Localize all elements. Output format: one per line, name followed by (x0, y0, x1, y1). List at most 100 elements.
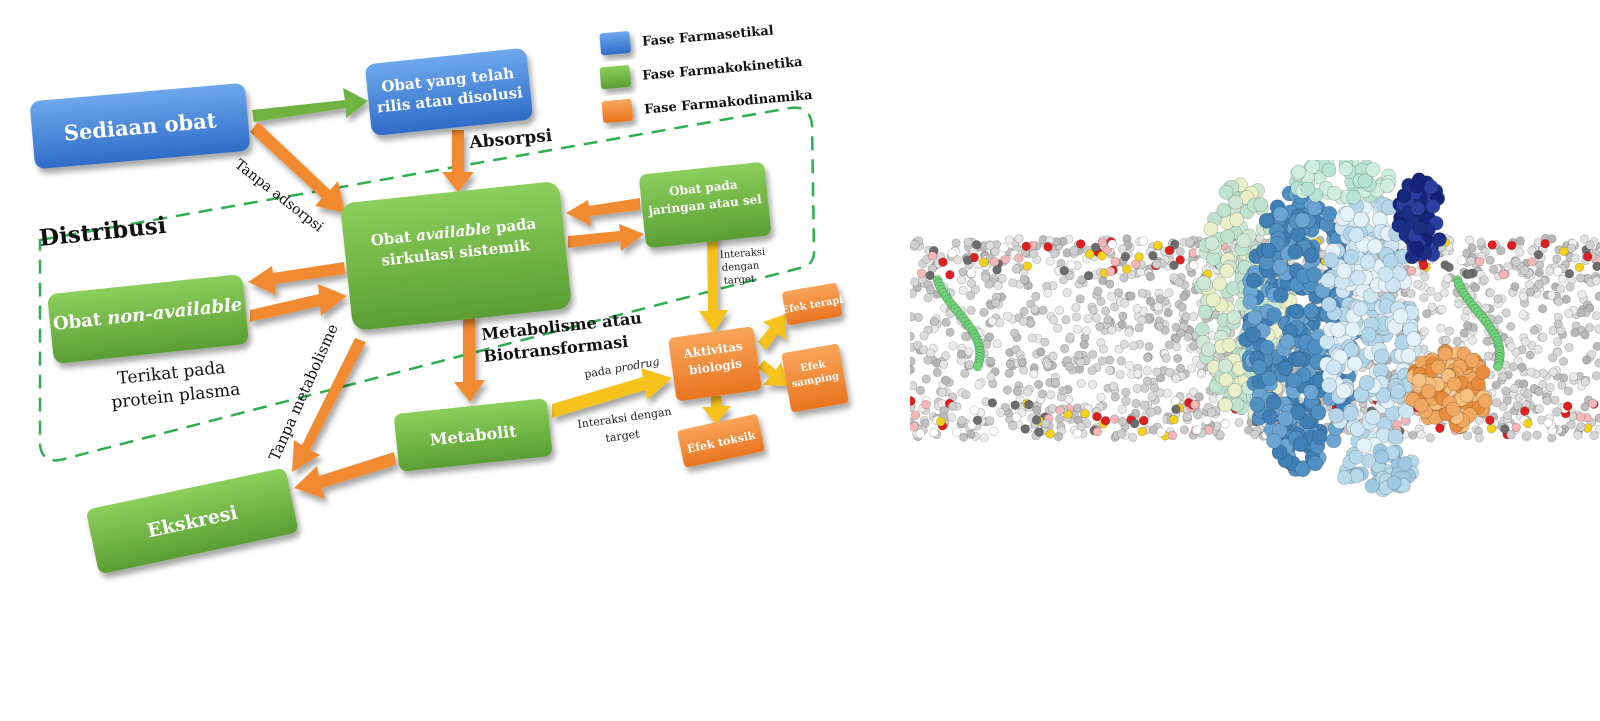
headgroup-atom (1069, 245, 1079, 256)
protein-atom (1279, 333, 1296, 350)
lipid-atom (1077, 275, 1087, 285)
protein-atom (1382, 253, 1399, 269)
protein-atom (1229, 212, 1244, 228)
headgroup-atom (1588, 398, 1598, 409)
lipid-atom (947, 413, 957, 423)
protein-atom (1390, 383, 1406, 400)
lipid-atom (1553, 337, 1563, 347)
protein-atom (1311, 429, 1328, 445)
protein-atom (1217, 397, 1233, 413)
lipid-atom (1037, 389, 1047, 399)
protein-atom (1212, 276, 1227, 292)
lipid-atom (1018, 316, 1028, 326)
protein-atom (1287, 244, 1304, 260)
lipid-atom (966, 305, 976, 315)
headgroup-atom (979, 257, 989, 268)
protein-atom (1364, 478, 1380, 494)
protein-atom (1336, 263, 1353, 279)
headgroup-atom (1566, 243, 1577, 254)
pada-prodrug-pre: pada (583, 363, 615, 381)
protein-atom (1365, 409, 1381, 425)
lipid-atom (964, 360, 974, 370)
lipid-atom (951, 238, 961, 248)
headgroup-atom (1151, 259, 1162, 269)
arrow-jaringan-to-aktivitas (699, 234, 728, 333)
lipid-atom (1462, 306, 1472, 316)
lipid-atom (1208, 394, 1218, 404)
lipid-atom (1502, 396, 1512, 406)
headgroup-atom (1418, 260, 1429, 271)
lipid-atom (1051, 378, 1061, 388)
headgroup-atom (1065, 270, 1075, 281)
lipid-atom (1115, 370, 1125, 380)
headgroup-atom (972, 415, 983, 425)
box-obat-rilis: Obat yang telah rilis atau disolusi (365, 48, 533, 136)
protein-atom (1361, 453, 1376, 468)
lipid-atom (1133, 369, 1143, 379)
lipid-atom (1493, 294, 1503, 304)
protein-atom (1477, 393, 1493, 409)
protein-atom (1303, 384, 1319, 400)
lipid-atom (1126, 291, 1136, 301)
lipid-atom (1538, 332, 1548, 342)
lipid-atom (941, 375, 951, 385)
protein-atom (1349, 468, 1365, 484)
lipid-atom (1145, 296, 1155, 306)
protein-atom (1303, 303, 1319, 319)
headgroup-atom (1139, 400, 1150, 410)
lipid-atom (1188, 387, 1198, 397)
protein-atom (1262, 409, 1279, 425)
lipid-atom (1523, 388, 1533, 398)
lipid-atom (1552, 254, 1562, 264)
lipid-atom (1137, 315, 1147, 325)
lipid-atom (1503, 410, 1513, 420)
arrow-nonavailable-to-available (250, 284, 347, 322)
lipid-atom (985, 241, 995, 251)
lipid-atom (1014, 234, 1024, 244)
lipid-atom (1476, 237, 1486, 247)
lipid-atom (1119, 339, 1129, 349)
lipid-atom (1563, 386, 1573, 396)
lipid-atom (1580, 402, 1590, 412)
lipid-atom (1060, 344, 1070, 354)
arrow-available-to-jaringan (568, 224, 644, 251)
protein-atom (1339, 206, 1356, 222)
lipid-atom (1542, 396, 1552, 406)
lipid-atom (1585, 323, 1595, 333)
protein-atom (1437, 346, 1453, 362)
lipid-atom (1131, 398, 1141, 408)
lipid-atom (1518, 310, 1528, 320)
lipid-atom (1076, 379, 1086, 389)
lipid-atom (974, 380, 984, 390)
lipid-atom (1244, 425, 1254, 435)
lipid-atom (1087, 366, 1097, 376)
headgroup-atom (1171, 404, 1181, 415)
headgroup-atom (1474, 256, 1485, 267)
protein-atom (1409, 240, 1425, 256)
protein-atom (1387, 428, 1404, 445)
lipid-atom (1592, 341, 1600, 351)
protein-atom (1306, 200, 1323, 216)
lipid-atom (1164, 288, 1174, 298)
lipid-atom (1152, 367, 1162, 377)
protein-atom (1218, 358, 1233, 374)
lipid-atom (1155, 322, 1165, 332)
lipid-atom (910, 312, 916, 322)
lipid-atom (1579, 234, 1589, 244)
lipid-atom (1491, 380, 1501, 390)
headgroup-atom (1146, 407, 1156, 417)
protein-atom (1260, 242, 1277, 259)
lipid-atom (1061, 315, 1071, 325)
lipid-atom (1555, 284, 1565, 294)
headgroup-atom (1543, 418, 1553, 428)
lipid-atom (1093, 286, 1103, 296)
protein-atom (1291, 351, 1307, 368)
lipid-atom (979, 307, 989, 317)
lipid-atom (1454, 299, 1464, 309)
lipid-atom (1076, 357, 1086, 367)
protein-atom (1326, 185, 1342, 201)
lipid-atom (1075, 294, 1085, 304)
protein-atom (1196, 275, 1212, 290)
lipid-atom (1187, 363, 1197, 373)
lipid-atom (1557, 274, 1567, 284)
